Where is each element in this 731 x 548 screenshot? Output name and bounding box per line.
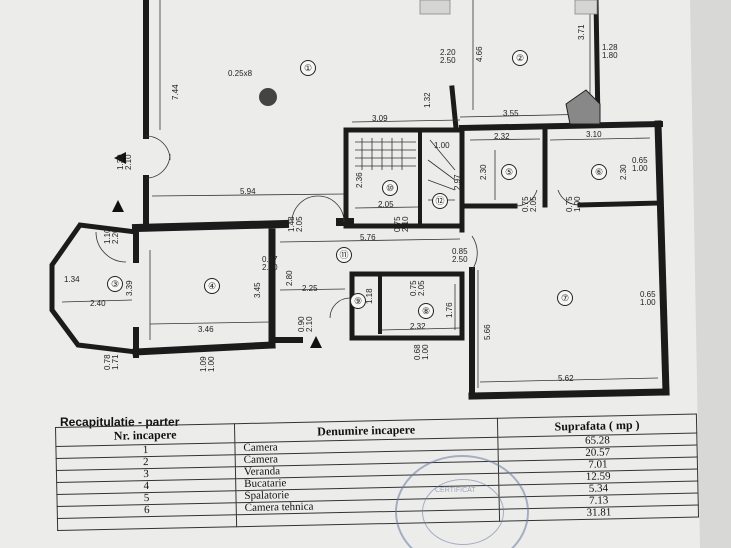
- dim-label: 2.05: [529, 196, 538, 212]
- entrance-arrow-icon: [114, 152, 126, 164]
- dim-label: 3.09: [372, 114, 388, 123]
- room-number-9: ⑨: [350, 293, 366, 309]
- room-number-10: ⑩: [382, 180, 398, 196]
- dim-label: 0.87: [262, 255, 278, 264]
- dim-label: 1.00: [632, 164, 648, 173]
- column-label: 0.25x8: [228, 69, 253, 78]
- dim-label: 2.50: [440, 56, 456, 65]
- dim-label: 5.94: [240, 187, 256, 196]
- dim-label: 2.30: [479, 164, 488, 180]
- room-number-1: ①: [300, 60, 316, 76]
- room-number-12: ⑫: [432, 193, 448, 209]
- room-number-6: ⑥: [591, 164, 607, 180]
- column-icon: [259, 88, 277, 106]
- recap-table: Nr. incapere Denumire incapere Suprafata…: [55, 414, 699, 531]
- binder-edge: [574, 0, 598, 15]
- dim-label: 5.66: [483, 324, 492, 340]
- entrance-arrow-icon: [310, 336, 322, 348]
- dim-label: 2.97: [453, 174, 462, 190]
- stamp-text: CERTIFICAT: [435, 487, 476, 494]
- dim-label: 2.10: [124, 154, 133, 170]
- dim-label: 2.25: [302, 284, 318, 293]
- binder-edge: [419, 0, 451, 15]
- dim-label: 1.00: [434, 141, 450, 150]
- dim-label: 1.18: [365, 288, 374, 304]
- room-number-11: ⑪: [336, 247, 352, 263]
- dim-label: 2.05: [378, 200, 394, 209]
- dimension-lines: [61, 0, 659, 388]
- dim-label: 0.65: [640, 290, 656, 299]
- dim-label: 2.50: [262, 263, 278, 272]
- dim-label: 1.00: [640, 298, 656, 307]
- dim-label: 3.45: [253, 282, 262, 298]
- dim-label: 2.20: [440, 48, 456, 57]
- chimney-block: [565, 89, 601, 125]
- dim-label: 3.71: [577, 24, 586, 40]
- dim-label: 1.76: [445, 302, 454, 318]
- dim-label: 2.10: [401, 216, 410, 232]
- dim-label: 3.10: [586, 130, 602, 139]
- dim-label: 1.28: [602, 43, 618, 52]
- room-number-5: ⑤: [501, 164, 517, 180]
- certification-stamp: CERTIFICAT: [395, 455, 529, 548]
- room-number-4: ④: [204, 278, 220, 294]
- dim-label: 1.71: [111, 354, 120, 370]
- room-number-2: ②: [512, 50, 528, 66]
- dim-label: 3.55: [503, 109, 519, 118]
- dim-label: 2.50: [452, 255, 468, 264]
- door-swings: [95, 135, 581, 319]
- room-number-7: ⑦: [557, 290, 573, 306]
- dim-label: 1.00: [573, 196, 582, 212]
- dim-label: 3.46: [198, 325, 214, 334]
- recap-title: Recapitulatie - parter: [60, 415, 180, 429]
- dim-label: 5.76: [360, 233, 376, 242]
- dim-label: 2.05: [295, 216, 304, 232]
- dim-label: 2.05: [417, 280, 426, 296]
- dim-label: 7.44: [171, 84, 180, 100]
- dim-label: 2.30: [619, 164, 628, 180]
- dim-label: 2.40: [90, 299, 106, 308]
- stamp-inner-ring: [422, 479, 504, 545]
- dim-label: 1.34: [64, 275, 80, 284]
- stair-treads: [355, 138, 456, 201]
- entrance-arrow-icon: [112, 200, 124, 212]
- room-number-3: ③: [107, 276, 123, 292]
- dim-label: 5.62: [558, 374, 574, 383]
- dim-label: 1.32: [423, 92, 432, 108]
- dim-label: 2.10: [305, 316, 314, 332]
- paper-shadow: [690, 0, 731, 548]
- dim-label: 0.85: [452, 247, 468, 256]
- dim-label: 4.66: [475, 46, 484, 62]
- dim-label: 2.32: [410, 322, 426, 331]
- dim-label: 2.32: [494, 132, 510, 141]
- room-number-8: ⑧: [418, 303, 434, 319]
- dim-label: 1.00: [421, 344, 430, 360]
- dim-label: 1.00: [207, 356, 216, 372]
- dim-label: 0.65: [632, 156, 648, 165]
- dim-label: 2.20: [111, 228, 120, 244]
- dim-label: 1.80: [602, 51, 618, 60]
- dim-label: 2.80: [285, 270, 294, 286]
- dim-label: 3.39: [125, 280, 134, 296]
- dim-label: 2.36: [355, 172, 364, 188]
